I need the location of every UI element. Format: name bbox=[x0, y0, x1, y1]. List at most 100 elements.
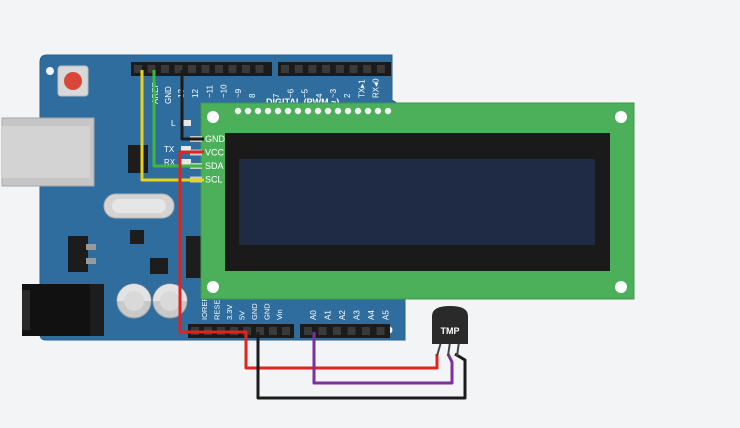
tmp-sensor[interactable]: TMP bbox=[432, 306, 468, 357]
pin-hole[interactable] bbox=[188, 65, 196, 73]
chip bbox=[186, 236, 204, 278]
capacitor bbox=[116, 283, 152, 319]
pin-hole[interactable] bbox=[376, 327, 385, 335]
lcd-pad bbox=[354, 107, 362, 115]
digital-pin-label: ~5 bbox=[301, 88, 310, 98]
reset-button-icon[interactable] bbox=[57, 65, 89, 97]
pin-hole[interactable] bbox=[269, 327, 277, 335]
analog-pin-label: A0 bbox=[309, 310, 318, 320]
chip bbox=[150, 258, 168, 274]
lcd-top-pads bbox=[234, 107, 392, 115]
lcd-pad bbox=[244, 107, 252, 115]
pin-hole[interactable] bbox=[363, 65, 372, 73]
analog-pin-label: A2 bbox=[338, 310, 347, 320]
mounting-hole bbox=[207, 111, 219, 123]
led-l-label: L bbox=[171, 119, 176, 128]
digital-pin-label: 8 bbox=[248, 93, 257, 98]
pin-hole[interactable] bbox=[308, 65, 317, 73]
pin-hole[interactable] bbox=[134, 65, 142, 73]
wire-yellow-scl[interactable] bbox=[140, 70, 204, 182]
pin-hole[interactable] bbox=[304, 327, 312, 335]
pin-hole[interactable] bbox=[349, 65, 358, 73]
lcd-pad bbox=[254, 107, 262, 115]
lcd-pin-label: SCL bbox=[205, 175, 223, 185]
digital-pin-label: 2 bbox=[343, 93, 352, 98]
lcd-module[interactable]: GND VCC SDA SCL bbox=[190, 102, 635, 300]
digital-pin-label: TX▸1 bbox=[357, 79, 366, 98]
wire-purple-signal[interactable] bbox=[312, 332, 454, 385]
pin-hole[interactable] bbox=[201, 65, 210, 73]
analog-pin-label: A5 bbox=[382, 310, 391, 320]
digital-pin-label: 7 bbox=[272, 93, 281, 98]
lcd-pin-label: GND bbox=[205, 134, 226, 144]
mounting-hole bbox=[615, 281, 627, 293]
digital-pin-label: RX◂0 bbox=[372, 78, 381, 98]
pin-hole[interactable] bbox=[376, 65, 385, 73]
analog-pin-label: A3 bbox=[353, 310, 362, 320]
led-l bbox=[181, 120, 191, 126]
power-pin-label: 5V bbox=[238, 311, 247, 320]
lcd-pad bbox=[314, 107, 322, 115]
sensor-label: TMP bbox=[441, 326, 460, 336]
dc-jack-icon bbox=[22, 284, 104, 336]
pin-hole[interactable] bbox=[318, 327, 327, 335]
lcd-pad bbox=[274, 107, 282, 115]
digital-pin-holes bbox=[134, 65, 385, 73]
lcd-pad bbox=[344, 107, 352, 115]
led-tx bbox=[181, 146, 191, 152]
pin-hole[interactable] bbox=[255, 65, 264, 73]
analog-pin-label: A4 bbox=[367, 310, 376, 320]
pin-hole[interactable] bbox=[256, 327, 264, 335]
lcd-pad bbox=[374, 107, 382, 115]
digital-pin-label: ~6 bbox=[286, 88, 295, 98]
power-pin-label: GND bbox=[263, 303, 272, 320]
pin-hole[interactable] bbox=[322, 65, 331, 73]
power-pin-label: RESET bbox=[213, 295, 222, 320]
pin-hole[interactable] bbox=[215, 65, 223, 73]
pin-hole[interactable] bbox=[335, 65, 344, 73]
power-pin-label: GND bbox=[250, 303, 259, 320]
lcd-pad bbox=[264, 107, 272, 115]
digital-label: DIGITAL (PWM ~) bbox=[266, 97, 339, 107]
mounting-hole bbox=[615, 111, 627, 123]
pin-hole[interactable] bbox=[242, 65, 250, 73]
power-pin-label: 3.3V bbox=[225, 305, 234, 320]
wire-red-vcc[interactable] bbox=[178, 150, 439, 370]
voltage-regulator bbox=[68, 236, 96, 272]
pin-hole[interactable] bbox=[347, 327, 356, 335]
mounting-hole bbox=[207, 281, 219, 293]
chip bbox=[128, 145, 148, 173]
lcd-pin-label: VCC bbox=[205, 148, 225, 158]
digital-pin-label: 12 bbox=[191, 89, 200, 98]
pin-hole[interactable] bbox=[333, 327, 341, 335]
lcd-pad bbox=[294, 107, 302, 115]
power-pin-label: Vin bbox=[275, 309, 284, 320]
lcd-pad bbox=[234, 107, 242, 115]
digital-pin-label: 4 bbox=[315, 93, 324, 98]
lcd-pad bbox=[334, 107, 342, 115]
pin-hole[interactable] bbox=[282, 327, 290, 335]
pin-hole[interactable] bbox=[174, 65, 183, 73]
pin-hole[interactable] bbox=[362, 327, 370, 335]
pin-hole[interactable] bbox=[147, 65, 156, 73]
usb-port-icon bbox=[1, 117, 95, 187]
lcd-pad bbox=[284, 107, 292, 115]
mounting-hole bbox=[46, 67, 54, 75]
wire-black-gnd[interactable] bbox=[180, 70, 467, 400]
digital-pin-label: ~9 bbox=[234, 88, 243, 98]
capacitor bbox=[152, 283, 188, 319]
pin-hole[interactable] bbox=[294, 65, 303, 73]
wire-green-sda[interactable] bbox=[152, 70, 204, 168]
pin-hole[interactable] bbox=[161, 65, 169, 73]
digital-pin-label: ~3 bbox=[329, 88, 338, 98]
lcd-pad bbox=[324, 107, 332, 115]
lcd-screen bbox=[239, 159, 595, 245]
lcd-pin-label: SDA bbox=[205, 161, 224, 171]
pin-hole[interactable] bbox=[228, 65, 237, 73]
pin-hole[interactable] bbox=[281, 65, 289, 73]
gnd-top-label: GND bbox=[164, 86, 173, 104]
digital-pin-label: ~10 bbox=[220, 84, 229, 98]
crystal-oscillator bbox=[103, 193, 175, 219]
